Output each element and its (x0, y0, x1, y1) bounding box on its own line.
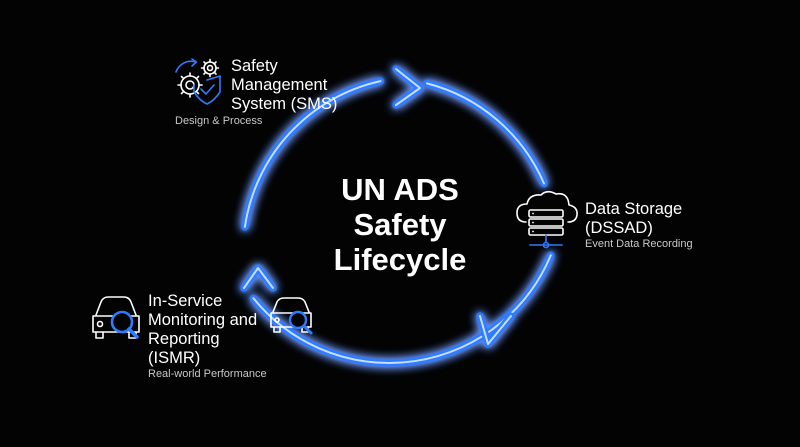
ismr-title: In-Service Monitoring and Reporting (ISM… (148, 292, 257, 368)
sms-title-line: Management (231, 76, 328, 94)
sms-title-line: Safety (231, 57, 278, 75)
cycle-arc-top-right (423, 79, 548, 187)
car-magnifier-icon-secondary (270, 297, 313, 335)
dssad-title: Data Storage (DSSAD) (585, 200, 682, 238)
cloud-server-icon (516, 190, 578, 249)
center-title-line: Safety (353, 207, 447, 242)
dssad-title-line: (DSSAD) (585, 219, 653, 237)
ismr-title-line: In-Service (148, 292, 223, 310)
sms-title: Safety Management System (SMS) (231, 57, 337, 114)
arrowhead-top (392, 65, 424, 109)
ismr-title-line: (ISMR) (148, 349, 201, 367)
arrowhead-left (240, 264, 277, 292)
car-magnifier-icon (92, 296, 140, 339)
sms-title-line: System (SMS) (231, 95, 338, 113)
ismr-subtitle: Real-world Performance (148, 368, 267, 380)
ismr-title-line: Monitoring and (148, 311, 258, 329)
center-title-line: Lifecycle (333, 242, 467, 277)
center-title-line: UN ADS (341, 172, 459, 207)
ismr-title-line: Reporting (148, 330, 220, 348)
lifecycle-cycle (240, 65, 555, 367)
center-title: UN ADS Safety Lifecycle (300, 172, 500, 277)
gears-shield-icon (175, 58, 221, 105)
dssad-title-line: Data Storage (585, 200, 683, 218)
dssad-subtitle: Event Data Recording (585, 238, 693, 250)
sms-subtitle: Design & Process (175, 115, 263, 127)
